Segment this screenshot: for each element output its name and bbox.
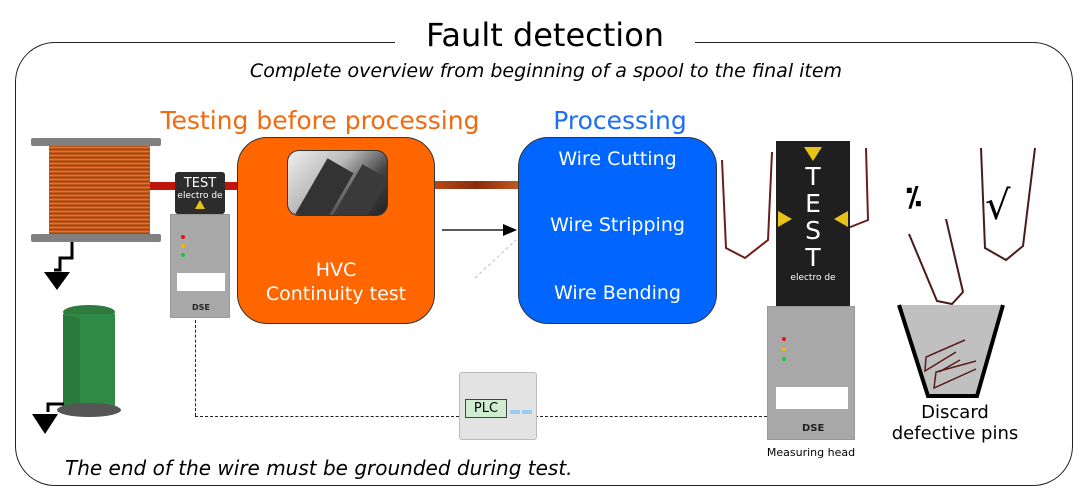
step-wire-cutting: Wire Cutting <box>558 148 677 170</box>
discard-line-1: Discard <box>921 402 989 423</box>
wire-segment-copper <box>435 181 519 189</box>
step-wire-bending: Wire Bending <box>554 282 681 304</box>
electrode-letter: T <box>805 162 821 191</box>
discard-line-2: defective pins <box>891 423 1019 444</box>
processing-section-heading: Processing <box>553 106 687 135</box>
test-electrode-small: TEST electro de <box>175 172 225 214</box>
good-pin-icon <box>980 147 1036 262</box>
signal-line <box>195 416 459 417</box>
bad-pin-icon <box>908 218 965 306</box>
testing-section-heading: Testing before processing <box>160 106 480 135</box>
discard-caption: Discard defective pins <box>880 402 1030 444</box>
hvc-line-2: Continuity test <box>265 283 407 305</box>
spool-coil <box>49 146 150 234</box>
hvc-line-1: HVC <box>315 259 357 281</box>
signal-line <box>195 320 196 416</box>
processing-box <box>518 137 717 324</box>
spool-flange-top <box>31 138 161 146</box>
hv-continuity-tester-small: DSE <box>170 214 230 318</box>
wire-segment <box>224 182 238 190</box>
ground-icon <box>32 402 64 434</box>
test-electrode-tall: T E S T electro de <box>776 141 850 306</box>
plc-device: PLC <box>459 372 537 440</box>
hvc-label: HVC Continuity test <box>237 258 435 306</box>
warning-icon <box>834 211 848 227</box>
check-mark-icon: √ <box>985 183 1011 229</box>
wire-segment <box>150 182 178 190</box>
electrode-tall-label: electro de <box>790 273 836 283</box>
bent-pin-icon <box>721 147 870 260</box>
spool-flange-bottom <box>31 234 161 242</box>
flow-arrow <box>442 224 517 279</box>
defect-mark-icon: ⁒ <box>906 180 922 213</box>
electrode-sub-label: electro de <box>177 191 223 201</box>
ground-icon <box>44 242 74 290</box>
electrode-letter: S <box>805 216 821 245</box>
warning-icon <box>195 200 205 209</box>
electrode-letter: T <box>805 243 821 272</box>
plc-screen: PLC <box>465 399 507 418</box>
electrode-photo <box>287 150 388 216</box>
warning-icon <box>804 147 822 161</box>
electrode-letter: E <box>805 189 821 218</box>
trash-bin-icon <box>57 305 121 417</box>
discard-bucket-icon <box>897 304 1005 398</box>
footer-note: The end of the wire must be grounded dur… <box>65 456 573 480</box>
step-wire-stripping: Wire Stripping <box>550 214 685 236</box>
page-title: Fault detection <box>395 14 695 58</box>
measuring-head-caption: Measuring head <box>766 446 856 459</box>
electrode-test-label: TEST <box>183 176 217 191</box>
warning-icon <box>778 211 792 227</box>
measuring-head-tester: DSE <box>767 306 855 440</box>
subtitle: Complete overview from beginning of a sp… <box>249 60 843 82</box>
signal-line <box>535 416 767 417</box>
